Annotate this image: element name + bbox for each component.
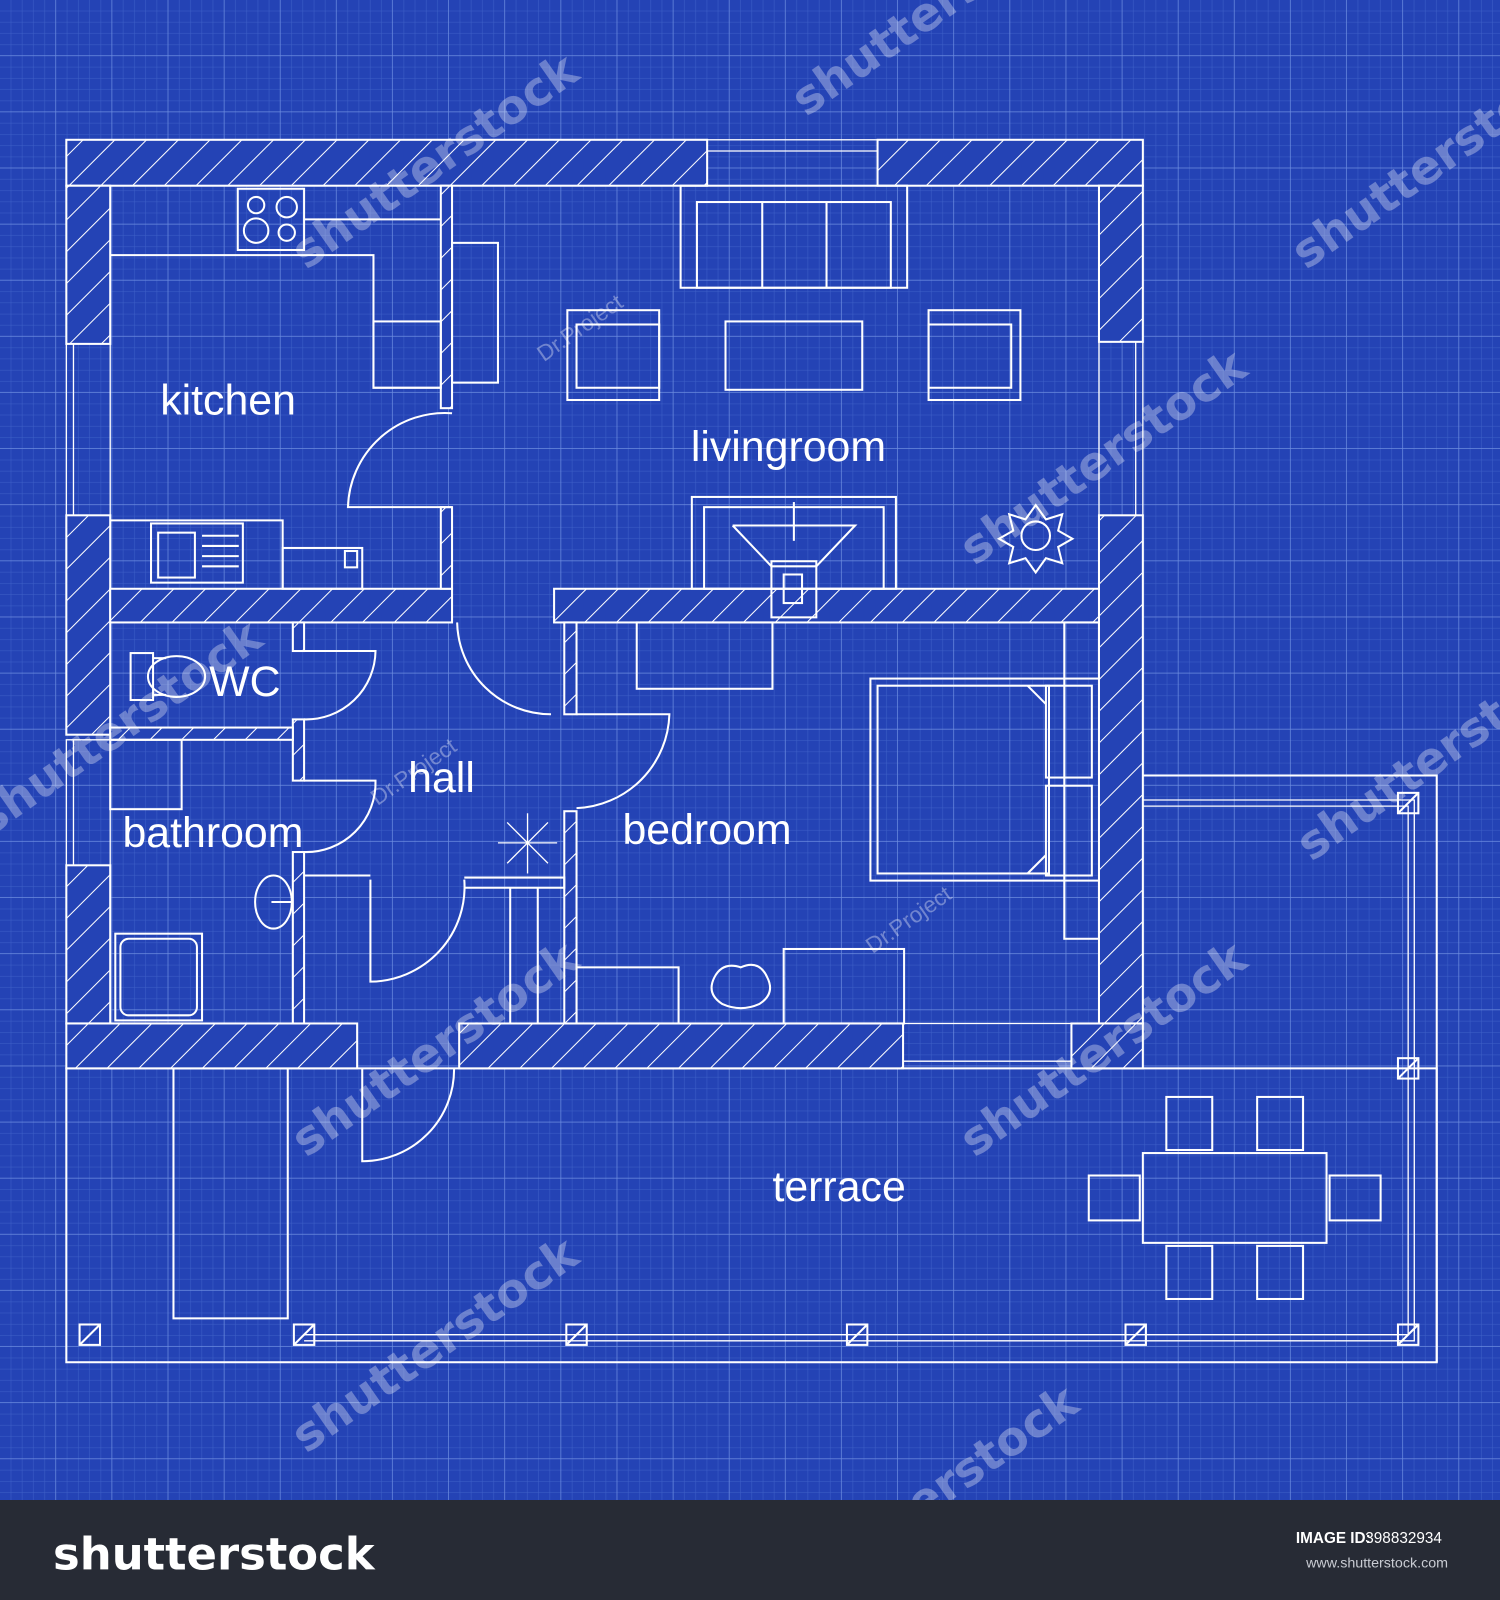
terrace-columns xyxy=(78,791,1420,1346)
footer-url[interactable]: www.shutterstock.com xyxy=(1305,1555,1448,1571)
room-label-wc: WC xyxy=(209,658,280,706)
bathroom-fixtures xyxy=(109,652,293,1022)
room-label-terrace: terrace xyxy=(772,1163,905,1211)
livingroom-furniture xyxy=(566,184,1075,619)
walls xyxy=(65,138,1144,1070)
plant-icon xyxy=(710,963,772,1010)
room-label-bathroom: bathroom xyxy=(122,809,303,857)
room-label-kitchen: kitchen xyxy=(160,376,296,424)
footer-logo: shutterstock xyxy=(53,1527,376,1580)
image-id-label: IMAGE ID: xyxy=(1296,1530,1371,1547)
room-label-livingroom: livingroom xyxy=(691,423,886,471)
plant-icon xyxy=(996,503,1075,575)
bedroom-furniture xyxy=(575,621,1100,1025)
image-id: 398832934 xyxy=(1365,1530,1442,1547)
room-label-bedroom: bedroom xyxy=(622,806,791,854)
dining-table xyxy=(1087,1095,1382,1301)
footer-bar xyxy=(0,1500,1500,1600)
room-label-hall: hall xyxy=(408,754,475,802)
kitchen-furniture xyxy=(110,187,499,590)
ceiling-lamp-icon xyxy=(497,813,558,874)
doors xyxy=(304,411,671,1163)
